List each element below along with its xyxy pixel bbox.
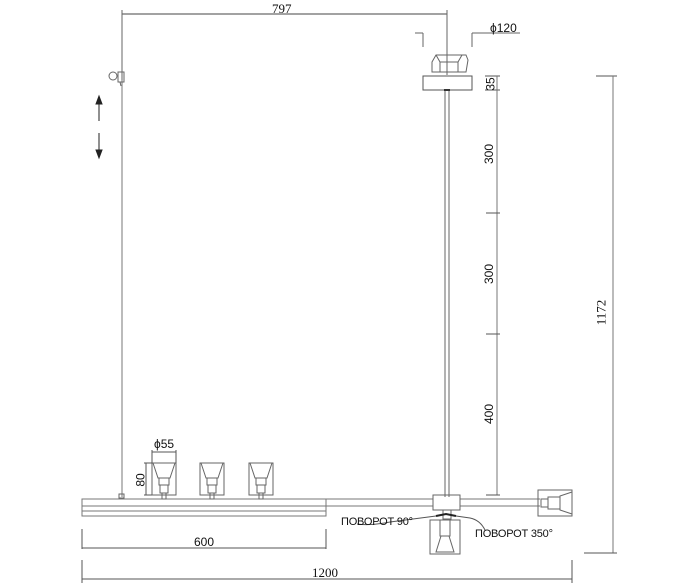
dimension-canopy-diameter — [415, 32, 520, 47]
track-bar — [81, 498, 540, 517]
leader-line-350 — [455, 515, 486, 531]
leader-line-90 — [356, 515, 437, 526]
dimension-shade — [144, 450, 177, 496]
label-35: 35 — [483, 77, 498, 91]
suspension-cable — [108, 71, 125, 499]
suspension-rod — [444, 89, 450, 497]
label-rotation-90: ПОВОРОТ 90° — [341, 516, 413, 528]
label-300-lower: 300 — [482, 263, 497, 285]
label-300-upper: 300 — [482, 143, 497, 165]
track-connector — [432, 494, 461, 511]
label-1200: 1200 — [312, 565, 338, 580]
dimension-1200 — [81, 560, 573, 583]
label-797: 797 — [272, 1, 292, 16]
spot-1 — [151, 462, 177, 500]
spot-3 — [248, 462, 274, 500]
spot-end — [537, 489, 573, 517]
dimension-1172 — [584, 75, 617, 554]
dimension-797 — [121, 10, 448, 80]
label-1172: 1172 — [593, 299, 609, 326]
label-rotation-350: ПОВОРОТ 350° — [475, 528, 553, 540]
spot-rotating — [429, 509, 461, 555]
label-shade-diameter: ϕ55 — [154, 437, 175, 451]
spot-2 — [199, 462, 225, 500]
label-80: 80 — [133, 473, 148, 487]
label-canopy-diameter: ϕ120 — [490, 21, 517, 35]
label-600: 600 — [194, 535, 215, 549]
dimension-600 — [81, 529, 327, 549]
mounting-bracket — [431, 54, 469, 73]
canopy — [422, 75, 473, 91]
up-down-arrows-icon — [95, 94, 103, 160]
label-400: 400 — [482, 403, 497, 425]
dimension-35 — [485, 75, 500, 496]
